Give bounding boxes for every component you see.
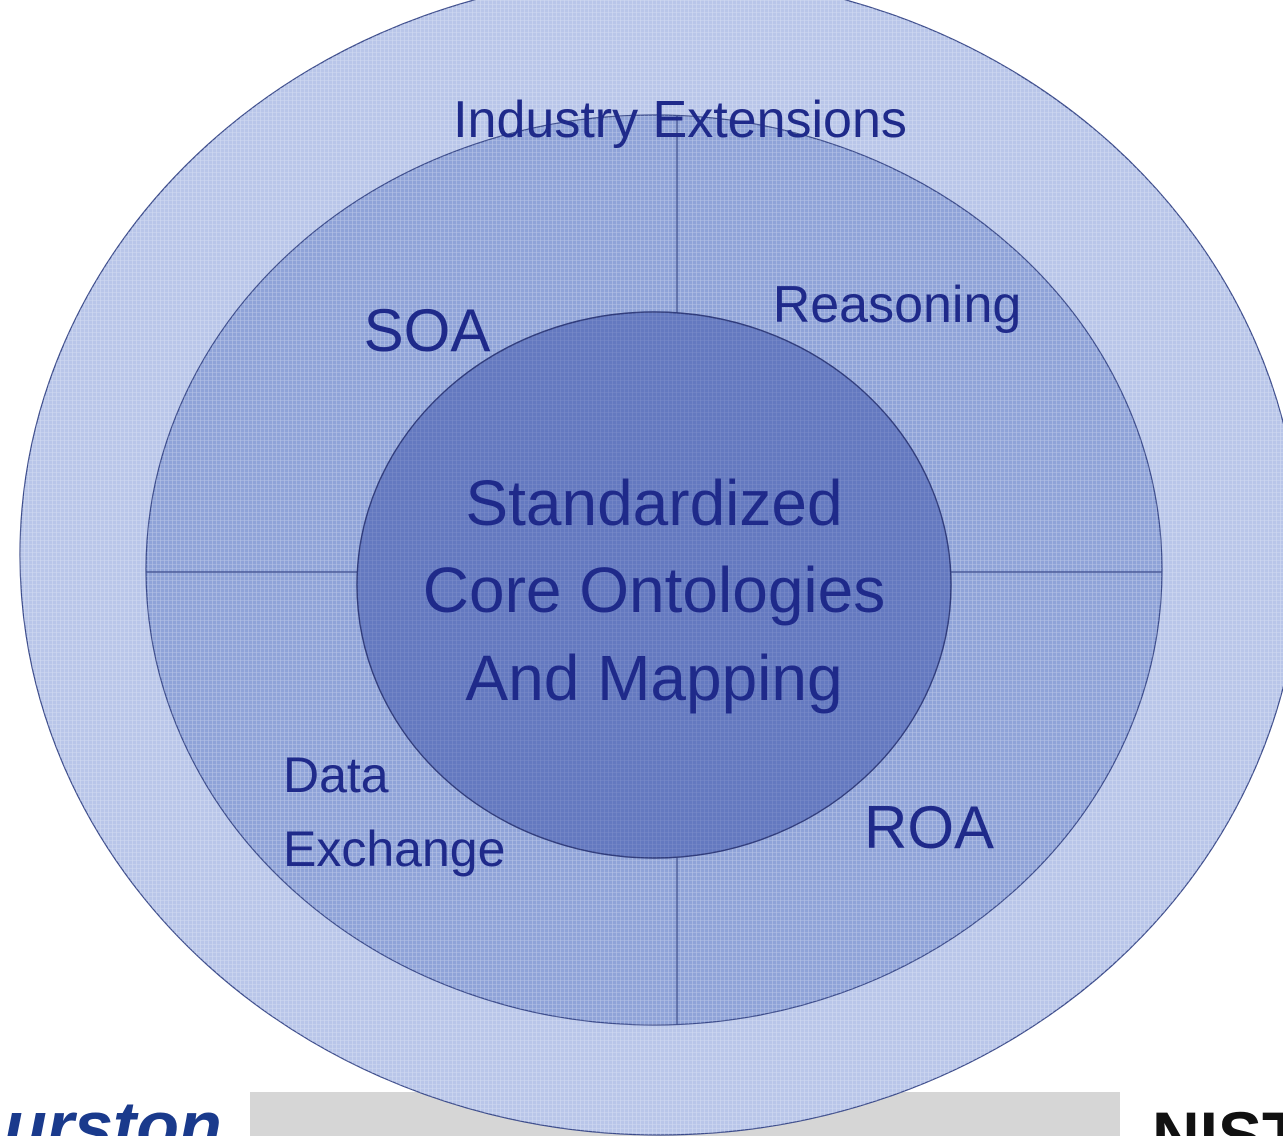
core-label-line3: And Mapping [465, 642, 842, 714]
outer-ring-label: Industry Extensions [453, 91, 907, 149]
quadrant-label-soa: SOA [364, 297, 491, 364]
core-label-line1: Standardized [465, 467, 842, 539]
left-logo: urston [4, 1087, 222, 1136]
right-logo: NIST [1152, 1098, 1283, 1136]
quadrant-label-exchange: Exchange [283, 821, 505, 877]
core-label-line2: Core Ontologies [423, 554, 885, 626]
quadrant-label-data: Data [283, 747, 389, 803]
quadrant-label-roa: ROA [864, 794, 994, 861]
quadrant-label-reasoning: Reasoning [773, 276, 1022, 334]
